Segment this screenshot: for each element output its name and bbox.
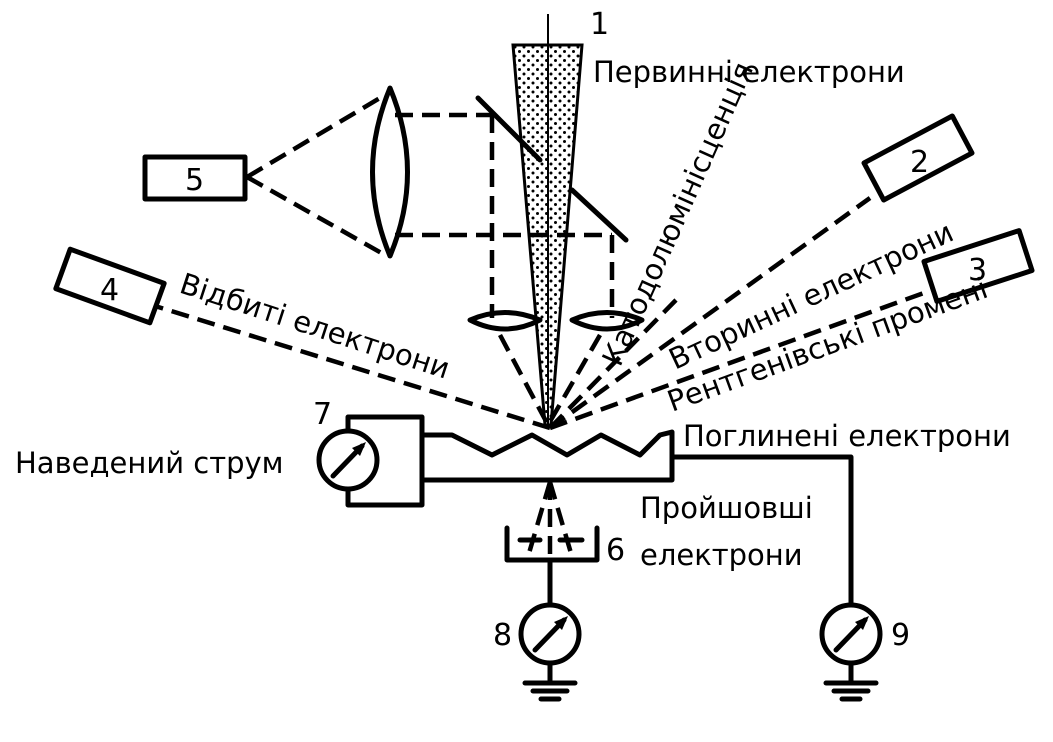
number-6: 6 <box>606 533 625 568</box>
emission-rays <box>154 196 933 431</box>
induced-current-circuit <box>316 414 425 508</box>
number-1: 1 <box>590 7 609 42</box>
number-5: 5 <box>185 163 204 198</box>
detector-3-box <box>921 228 1035 304</box>
absorbed-electrons-label: Поглинені електрони <box>683 419 1011 453</box>
reflected-electrons-label: Відбиті електрони <box>176 266 454 385</box>
specimen <box>419 429 675 483</box>
detector-5-box <box>142 154 248 202</box>
mirror <box>475 95 629 243</box>
primary-beam <box>511 14 584 427</box>
condenser-lens <box>370 85 410 259</box>
primary-electrons-label: Первинні електрони <box>593 55 905 89</box>
induced-current-label: Наведений струм <box>15 446 284 480</box>
absorbed-current-circuit <box>669 454 883 702</box>
left-mirror-lens <box>467 310 543 332</box>
number-4: 4 <box>100 273 119 308</box>
transmitted-electrons-label-line1: Пройшовші <box>640 491 813 525</box>
number-2: 2 <box>910 145 929 180</box>
transmitted-electrons-label-line2: електрони <box>640 538 803 572</box>
number-3: 3 <box>968 253 987 288</box>
cathodoluminescence-optical-path <box>245 93 615 427</box>
detector-4-box <box>53 246 167 326</box>
number-7: 7 <box>313 397 332 432</box>
transmitted-detector <box>504 481 600 702</box>
number-8: 8 <box>493 618 512 653</box>
number-9: 9 <box>891 618 910 653</box>
detector-2-box <box>861 113 975 203</box>
right-mirror-lens <box>569 310 645 332</box>
